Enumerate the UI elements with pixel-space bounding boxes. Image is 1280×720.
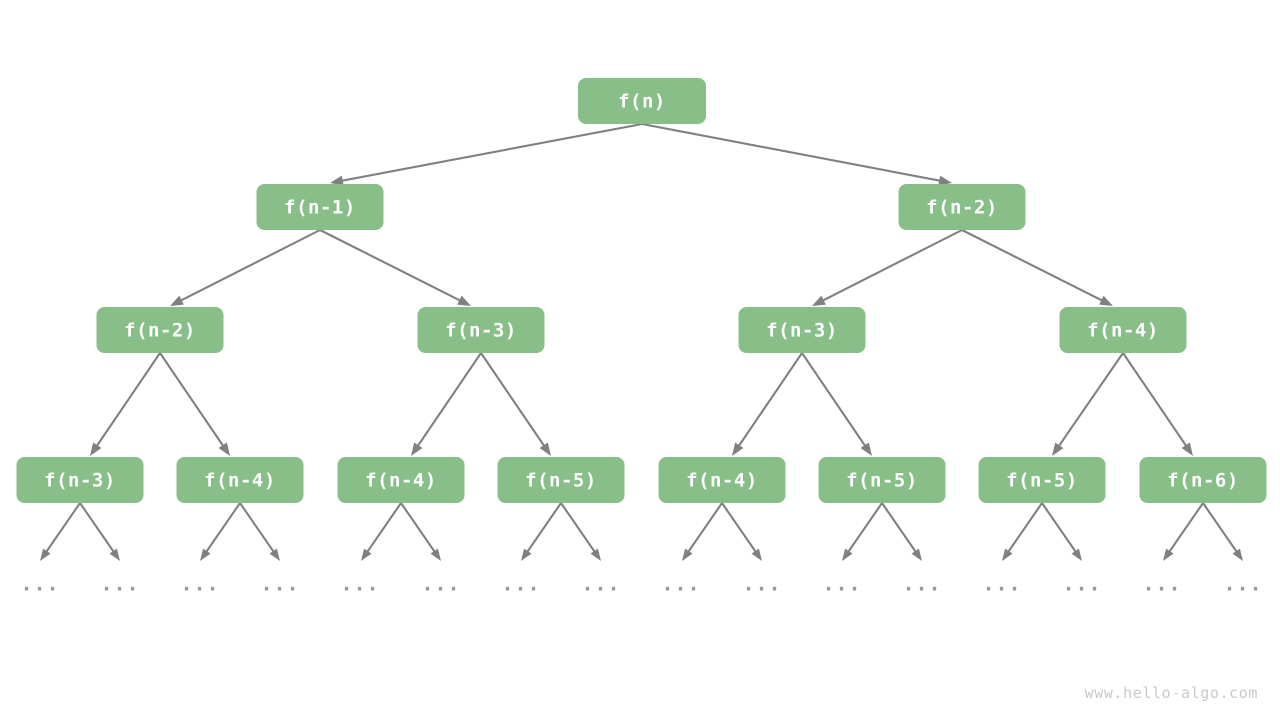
ellipsis-mark: ...	[902, 572, 941, 596]
ellipsis-edge-n8-right	[238, 501, 280, 561]
tree-node-n10[interactable]: f(n-5)	[497, 457, 625, 503]
ellipsis-mark: ...	[20, 572, 59, 596]
ellipsis-mark: ...	[581, 572, 620, 596]
tree-node-label: f(n-3)	[44, 470, 116, 492]
ellipsis-edge-n9-left	[361, 501, 403, 561]
ellipsis-mark: ...	[421, 572, 460, 596]
ellipsis-layer: ........................................…	[20, 572, 1262, 596]
ellipsis-mark: ...	[100, 572, 139, 596]
tree-node-n6[interactable]: f(n-4)	[1059, 307, 1187, 353]
tree-node-label: f(n-4)	[204, 470, 276, 492]
tree-node-n8[interactable]: f(n-4)	[176, 457, 304, 503]
tree-node-n9[interactable]: f(n-4)	[337, 457, 465, 503]
tree-node-n12[interactable]: f(n-5)	[818, 457, 946, 503]
ellipsis-mark: ...	[180, 572, 219, 596]
tree-node-label: f(n-6)	[1167, 470, 1239, 492]
ellipsis-mark: ...	[260, 572, 299, 596]
tree-node-n5[interactable]: f(n-3)	[738, 307, 866, 353]
ellipsis-edge-n14-right	[1201, 501, 1243, 561]
ellipsis-mark: ...	[1142, 572, 1181, 596]
tree-node-label: f(n-5)	[525, 470, 597, 492]
tree-edge-n5-to-n12	[800, 351, 872, 456]
tree-node-label: f(n-3)	[445, 320, 517, 342]
tree-edge-n3-to-n7	[90, 351, 162, 456]
tree-node-label: f(n)	[618, 91, 666, 113]
ellipsis-edge-n8-left	[200, 501, 242, 561]
ellipsis-edge-n12-right	[880, 501, 922, 561]
edge-layer	[90, 122, 1193, 456]
tree-node-label: f(n-5)	[846, 470, 918, 492]
tree-node-label: f(n-4)	[365, 470, 437, 492]
tree-node-n3[interactable]: f(n-2)	[96, 307, 224, 353]
ellipsis-mark: ...	[982, 572, 1021, 596]
tree-node-label: f(n-2)	[926, 197, 998, 219]
tree-node-n7[interactable]: f(n-3)	[16, 457, 144, 503]
tree-edge-n1-to-n3	[170, 228, 322, 306]
ellipsis-edge-n10-left	[521, 501, 563, 561]
node-layer: f(n) f(n-1) f(n-2) f(n-2) f(n-3) f(n-3) f(n-4)…	[16, 78, 1267, 503]
ellipsis-edge-n12-left	[842, 501, 884, 561]
tree-node-n13[interactable]: f(n-5)	[978, 457, 1106, 503]
ellipsis-edge-n7-right	[78, 501, 120, 561]
ellipsis-edge-layer	[40, 501, 1243, 561]
tree-node-n11[interactable]: f(n-4)	[658, 457, 786, 503]
tree-edge-n3-to-n8	[158, 351, 230, 456]
ellipsis-mark: ...	[1062, 572, 1101, 596]
tree-edge-n6-to-n13	[1052, 351, 1125, 456]
tree-node-label: f(n-3)	[766, 320, 838, 342]
tree-node-label: f(n-2)	[124, 320, 196, 342]
tree-node-label: f(n-1)	[284, 197, 356, 219]
ellipsis-edge-n7-left	[40, 501, 82, 561]
tree-node-n2[interactable]: f(n-2)	[898, 184, 1026, 230]
tree-node-n14[interactable]: f(n-6)	[1139, 457, 1267, 503]
ellipsis-edge-n11-left	[682, 501, 724, 561]
tree-node-n0[interactable]: f(n)	[578, 78, 706, 124]
ellipsis-mark: ...	[340, 572, 379, 596]
tree-edge-n5-to-n11	[732, 351, 804, 456]
watermark-label: www.hello-algo.com	[1084, 684, 1258, 702]
ellipsis-edge-n14-left	[1163, 501, 1205, 561]
tree-node-label: f(n-4)	[1087, 320, 1159, 342]
tree-node-label: f(n-5)	[1006, 470, 1078, 492]
tree-edge-n1-to-n4	[318, 228, 471, 306]
ellipsis-mark: ...	[661, 572, 700, 596]
ellipsis-mark: ...	[501, 572, 540, 596]
ellipsis-edge-n13-right	[1040, 501, 1082, 561]
tree-edge-n0-to-n2	[640, 122, 952, 186]
tree-edge-n0-to-n1	[330, 122, 644, 186]
ellipsis-mark: ...	[1223, 572, 1262, 596]
ellipsis-edge-n10-right	[559, 501, 601, 561]
tree-edge-n4-to-n10	[479, 351, 551, 456]
tree-node-label: f(n-4)	[686, 470, 758, 492]
tree-edge-n2-to-n6	[960, 228, 1113, 306]
ellipsis-edge-n9-right	[399, 501, 441, 561]
tree-edge-n6-to-n14	[1121, 351, 1193, 456]
ellipsis-edge-n11-right	[720, 501, 762, 561]
tree-node-n4[interactable]: f(n-3)	[417, 307, 545, 353]
tree-node-n1[interactable]: f(n-1)	[256, 184, 384, 230]
ellipsis-edge-n13-left	[1002, 501, 1044, 561]
tree-edge-n2-to-n5	[812, 228, 964, 306]
tree-edge-n4-to-n9	[411, 351, 483, 456]
ellipsis-mark: ...	[742, 572, 781, 596]
ellipsis-mark: ...	[822, 572, 861, 596]
